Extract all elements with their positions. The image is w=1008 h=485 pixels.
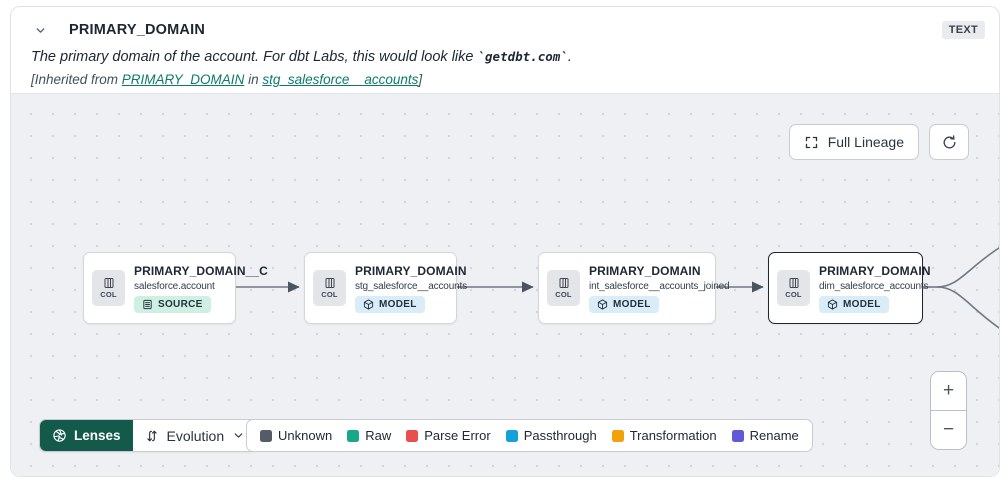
inherited-from-note: [Inherited from PRIMARY_DOMAIN in stg_sa… (31, 72, 423, 87)
node-column-name: PRIMARY_DOMAIN (355, 263, 467, 278)
lens-dropdown[interactable]: Evolution (132, 420, 258, 451)
collapse-chevron-button[interactable] (29, 19, 51, 41)
column-icon (104, 278, 113, 288)
evolution-badge: PASSTHROUGH (824, 241, 917, 264)
evolution-badge: RAW (190, 241, 230, 264)
resource-type-chip: MODEL (819, 295, 889, 313)
column-kind-block: COL (777, 270, 810, 306)
lineage-canvas[interactable]: Full Lineage RAW COL PRIMARY_DOMAIN__C s… (11, 93, 999, 476)
refresh-lineage-button[interactable] (929, 124, 969, 160)
lenses-toolbar: Lenses Evolution (39, 419, 259, 452)
column-icon (325, 278, 334, 288)
node-model-name: int_salesforce__accounts_joined (589, 280, 730, 292)
zoom-out-button[interactable]: − (931, 411, 966, 449)
legend-item: Raw (347, 428, 391, 443)
evolution-legend: Unknown Raw Parse Error Passthrough Tran… (246, 419, 813, 452)
evolution-icon (146, 430, 157, 441)
node-model-name: salesforce.account (134, 280, 215, 292)
source-icon (143, 299, 152, 309)
legend-item: Transformation (611, 428, 717, 443)
column-icon (559, 278, 568, 288)
lens-aperture-icon (53, 429, 66, 442)
refresh-icon (943, 134, 955, 148)
legend-swatch (406, 429, 419, 442)
chevron-down-icon (234, 433, 243, 438)
legend-item: Unknown (260, 428, 332, 443)
model-icon (597, 298, 608, 310)
zoom-in-button[interactable]: + (931, 372, 966, 410)
legend-swatch (505, 429, 518, 442)
evolution-badge: RENAME (392, 241, 451, 264)
legend-item: Parse Error (406, 428, 491, 443)
legend-item: Passthrough (505, 428, 597, 443)
full-lineage-button[interactable]: Full Lineage (788, 124, 919, 160)
legend-swatch (731, 429, 744, 442)
node-column-name: PRIMARY_DOMAIN (589, 263, 701, 278)
inherited-model-link[interactable]: stg_salesforce__accounts (262, 72, 419, 87)
edge-dim-upper-branch (936, 247, 999, 288)
node-model-name: dim_salesforce_accounts (819, 280, 929, 292)
inline-code: `getdbt.com` (477, 49, 568, 64)
node-column-name: PRIMARY_DOMAIN__C (134, 263, 268, 278)
resource-type-chip: SOURCE (134, 295, 211, 313)
zoom-controls: + − (930, 371, 967, 450)
column-kind-block: COL (313, 270, 346, 306)
divider (931, 410, 966, 411)
column-lineage-panel: PRIMARY_DOMAIN TEXT The primary domain o… (10, 6, 1000, 477)
column-header: PRIMARY_DOMAIN TEXT The primary domain o… (11, 7, 999, 93)
chevron-down-icon (36, 27, 44, 33)
column-kind-block: COL (92, 270, 125, 306)
model-icon (827, 298, 838, 310)
node-model-name: stg_salesforce__accounts (355, 280, 468, 292)
lineage-node-int[interactable]: PASSTHROUGH COL PRIMARY_DOMAIN int_sales… (538, 241, 730, 324)
model-icon (363, 298, 374, 310)
legend-item: Rename (731, 428, 799, 443)
lineage-node-dim-selected[interactable]: PASSTHROUGH COL PRIMARY_DOMAIN dim_sales… (768, 241, 931, 324)
column-title: PRIMARY_DOMAIN (69, 22, 205, 38)
column-type-badge: TEXT (941, 21, 985, 39)
legend-swatch (611, 429, 624, 442)
legend-swatch (260, 429, 272, 442)
evolution-badge: PASSTHROUGH (617, 241, 710, 264)
node-column-name: PRIMARY_DOMAIN (819, 263, 931, 278)
column-kind-block: COL (547, 270, 580, 306)
edge-dim-lower-branch (936, 286, 999, 329)
column-icon (789, 278, 798, 288)
resource-type-chip: MODEL (355, 295, 425, 313)
lineage-node-stg[interactable]: RENAME COL PRIMARY_DOMAIN stg_salesforce… (304, 241, 467, 324)
lineage-node-source[interactable]: RAW COL PRIMARY_DOMAIN__C salesforce.acc… (83, 241, 268, 324)
expand-icon (805, 136, 817, 148)
column-description: The primary domain of the account. For d… (31, 49, 572, 65)
lenses-button[interactable]: Lenses (40, 420, 133, 451)
inherited-column-link[interactable]: PRIMARY_DOMAIN (121, 72, 245, 87)
resource-type-chip: MODEL (589, 295, 659, 313)
legend-swatch (347, 429, 360, 442)
